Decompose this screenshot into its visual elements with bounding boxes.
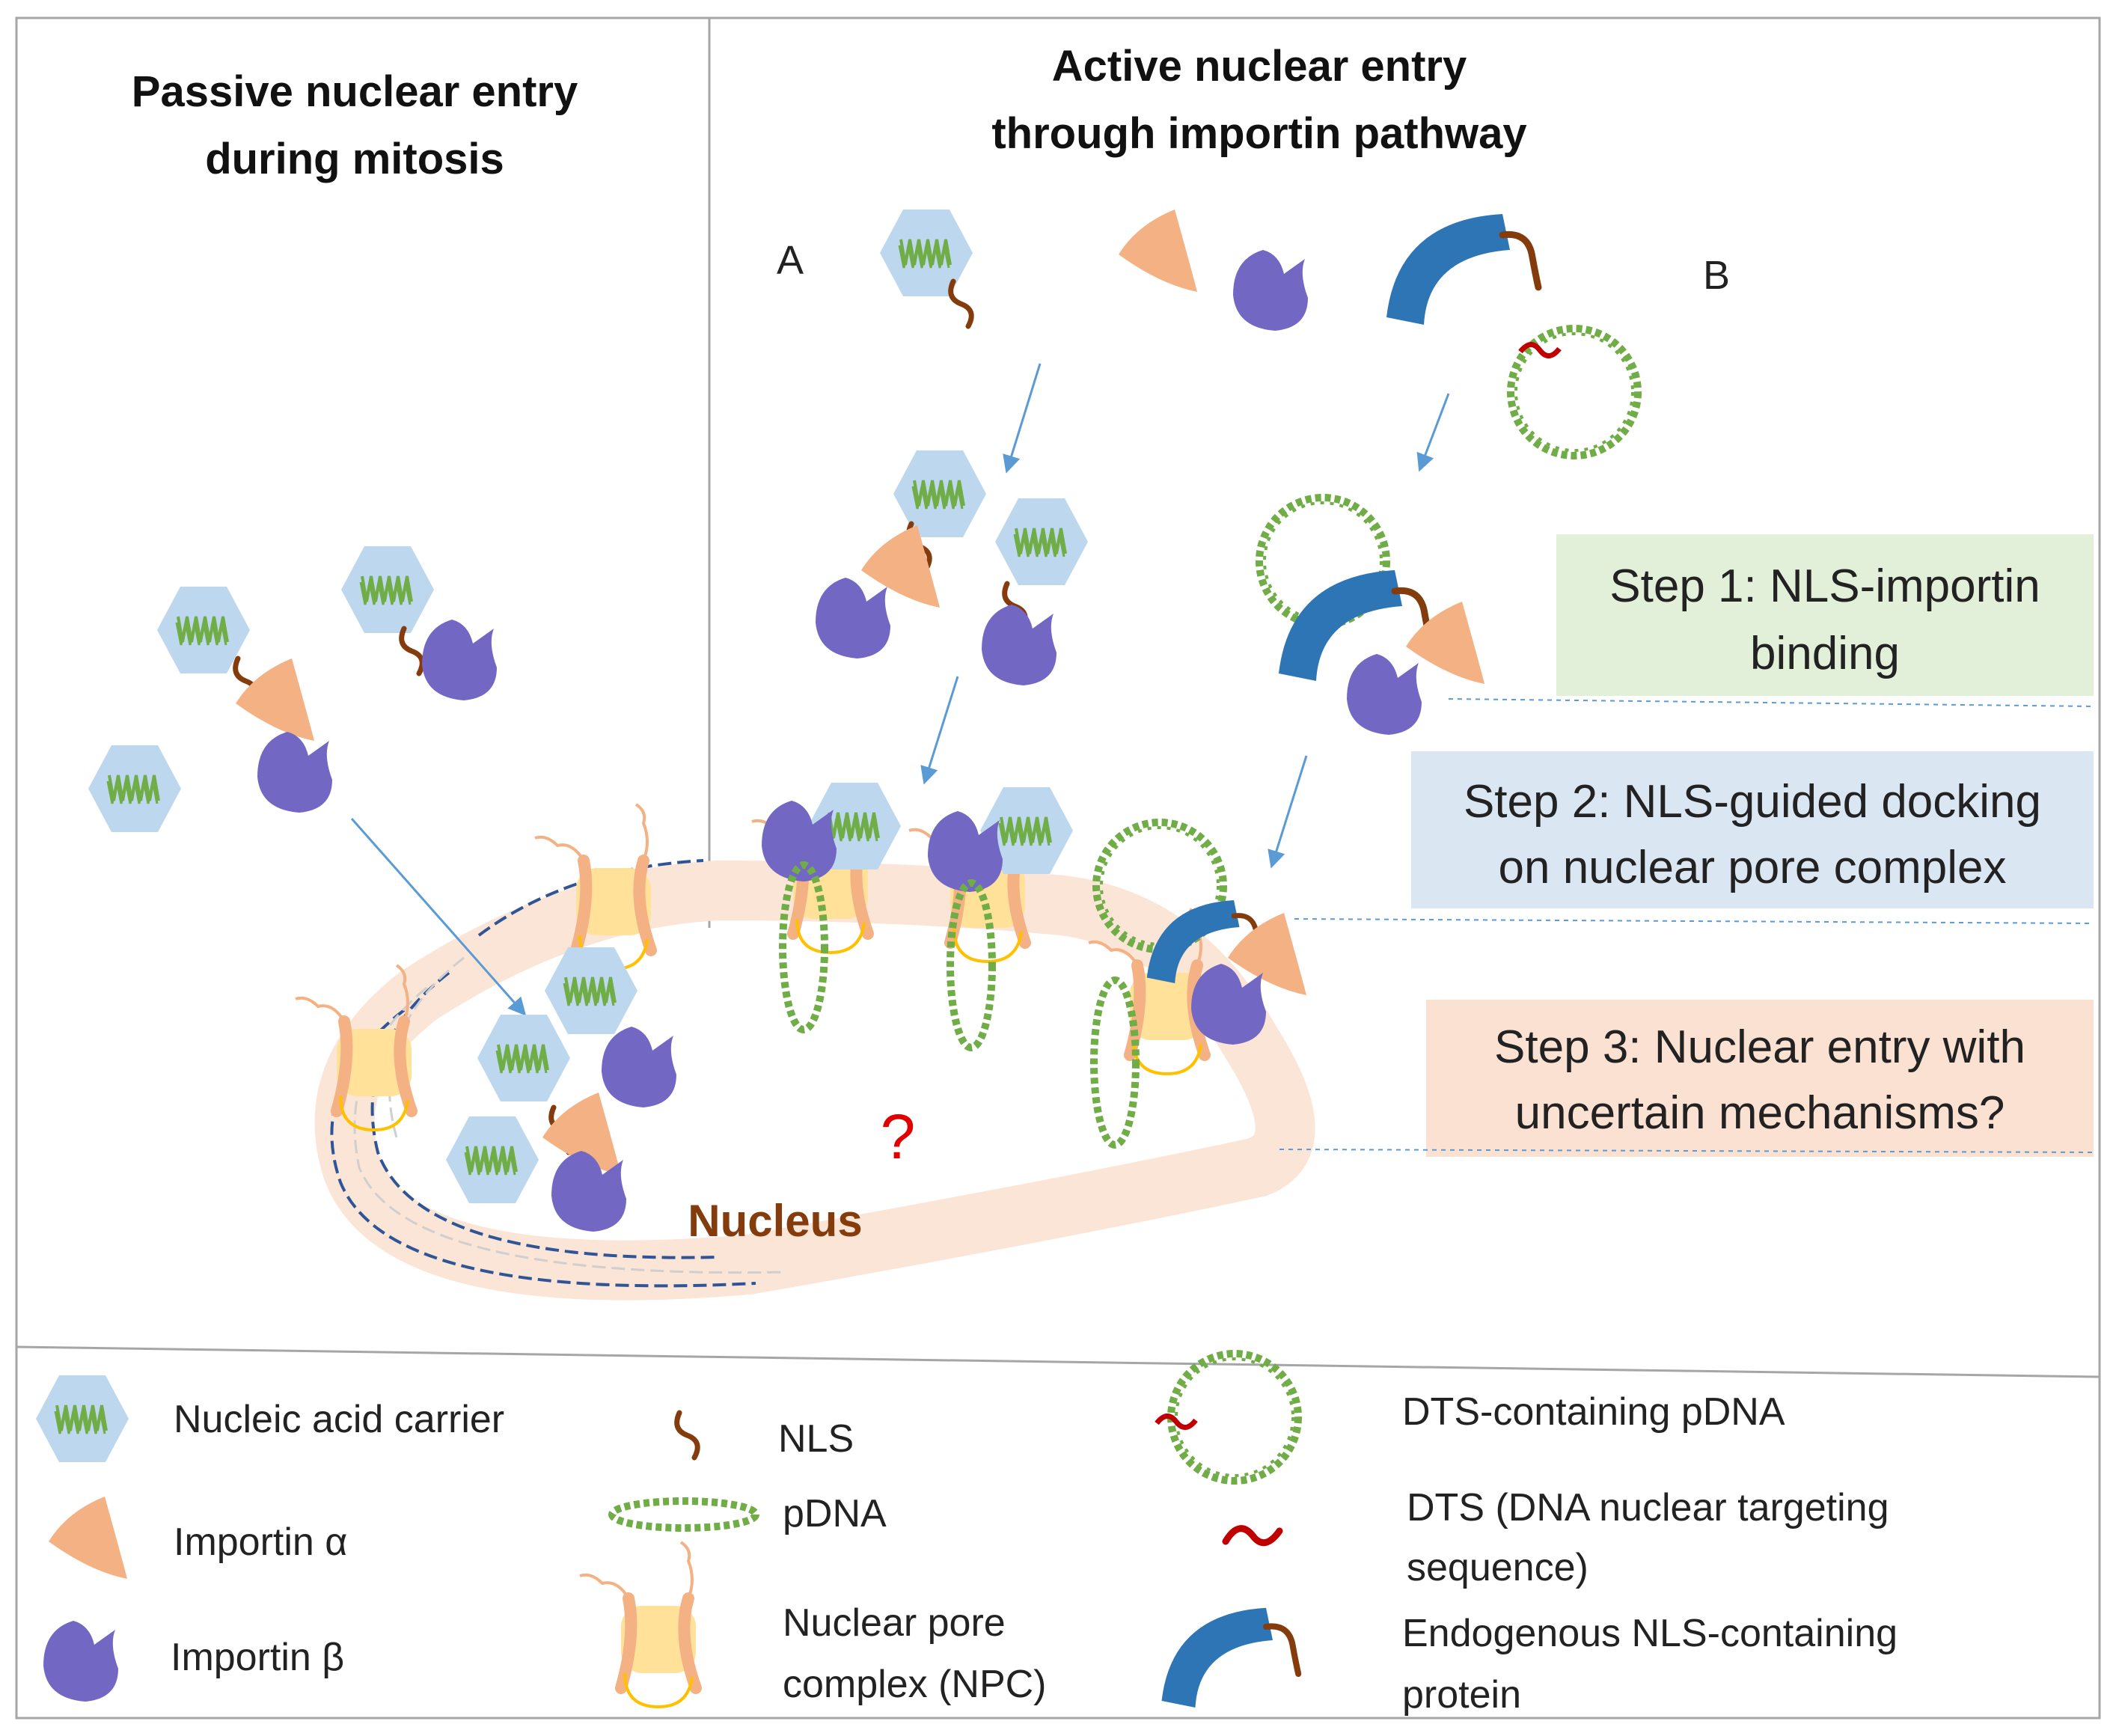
legend-nls-label: NLS xyxy=(778,1417,854,1461)
legend-pdna-label: pDNA xyxy=(783,1492,887,1535)
b-beta-bound xyxy=(1347,654,1422,735)
inside-carrier-2 xyxy=(476,1013,572,1103)
pathway-a-label: A xyxy=(777,238,804,283)
a-alpha-bound-1 xyxy=(861,525,940,608)
a-carrier-bound-2 xyxy=(994,497,1089,587)
a-beta-bound-2 xyxy=(982,605,1057,685)
legend-dts-pdna-icon xyxy=(1171,1354,1298,1481)
legend: Nucleic acid carrier Importin α Importin… xyxy=(34,1354,1898,1717)
passive-beta-2 xyxy=(422,620,497,700)
legend-dts-on-pdna xyxy=(1155,1413,1198,1430)
a-alpha-free xyxy=(1119,210,1197,292)
legend-carrier-label: Nucleic acid carrier xyxy=(174,1398,504,1441)
legend-importin-beta-icon xyxy=(43,1621,118,1702)
step-2-line2: on nuclear pore complex xyxy=(1499,842,2007,893)
b-arrow-1 xyxy=(1416,393,1450,472)
passive-carrier-2 xyxy=(340,545,435,635)
inside-carrier-1 xyxy=(543,946,639,1036)
b-endogenous-protein-bound xyxy=(1279,570,1431,681)
legend-divider xyxy=(16,1345,2100,1378)
inside-beta-1 xyxy=(602,1027,676,1107)
legend-dts-label-line1: DTS (DNA nuclear targeting xyxy=(1407,1486,1889,1529)
inside-carrier-3 xyxy=(444,1115,540,1205)
passive-carrier-3 xyxy=(87,744,183,834)
passive-beta-1 xyxy=(257,732,332,813)
b-beta-docked xyxy=(1191,964,1266,1045)
b-pdna-free xyxy=(1511,328,1638,456)
legend-npc-icon xyxy=(580,1542,696,1707)
step-2-divider xyxy=(1294,918,2093,924)
step-3-line2: uncertain mechanisms? xyxy=(1515,1087,2005,1139)
legend-importin-alpha-icon xyxy=(49,1497,127,1579)
nucleus-label: Nucleus xyxy=(688,1196,862,1246)
passive-arrow xyxy=(350,818,527,1016)
step-2-line1: Step 2: NLS-guided docking xyxy=(1464,776,2041,828)
legend-npc-label-line2: complex (NPC) xyxy=(783,1663,1047,1706)
legend-dts-pdna-label: DTS-containing pDNA xyxy=(1402,1390,1785,1434)
step-3-box xyxy=(1426,1000,2094,1157)
legend-pdna-icon xyxy=(608,1497,759,1532)
step-1-box xyxy=(1556,534,2094,696)
step-3-line1: Step 3: Nuclear entry with xyxy=(1494,1021,2025,1073)
legend-endogenous-protein-icon xyxy=(1162,1608,1299,1708)
legend-dts-label-line2: sequence) xyxy=(1407,1546,1588,1589)
a-beta-bound-1 xyxy=(816,578,890,658)
passive-nls-2 xyxy=(402,629,423,673)
step-2-box xyxy=(1411,751,2094,908)
legend-npc-label-line1: Nuclear pore xyxy=(783,1601,1006,1645)
pathway-b-label: B xyxy=(1703,253,1730,298)
legend-nls-icon xyxy=(677,1413,698,1458)
b-endogenous-protein-free xyxy=(1386,214,1538,325)
step-1-line1: Step 1: NLS-importin xyxy=(1609,560,2040,612)
b-alpha-bound xyxy=(1406,602,1484,684)
legend-importin-beta-label: Importin β xyxy=(171,1636,344,1679)
b-arrow-2 xyxy=(1268,755,1308,869)
step-1-divider xyxy=(1448,698,2093,707)
a-carrier-free xyxy=(878,208,974,298)
legend-dts-icon xyxy=(1222,1525,1283,1546)
a-arrow-1 xyxy=(1003,363,1042,474)
a-arrow-2 xyxy=(920,676,959,785)
active-title-line1: Active nuclear entry xyxy=(1052,42,1467,91)
a-beta-free xyxy=(1233,250,1308,331)
figure-frame xyxy=(15,16,2101,1720)
step-1-line2: binding xyxy=(1750,628,1900,679)
legend-carrier-icon xyxy=(34,1374,130,1464)
b-dts-free xyxy=(1518,342,1562,358)
legend-importin-alpha-label: Importin α xyxy=(174,1520,347,1564)
question-mark: ? xyxy=(881,1101,916,1172)
passive-title-line2: during mitosis xyxy=(205,135,504,183)
active-title-line2: through importin pathway xyxy=(991,109,1526,158)
legend-endogenous-label-line2: protein xyxy=(1402,1673,1521,1717)
passive-title-line1: Passive nuclear entry xyxy=(132,67,578,116)
a-carrier-bound-1 xyxy=(892,449,988,539)
legend-endogenous-label-line1: Endogenous NLS-containing xyxy=(1402,1612,1898,1655)
b-pdna-entering xyxy=(1094,980,1136,1145)
step-3-divider xyxy=(1279,1149,2093,1153)
passive-alpha-1 xyxy=(236,658,314,741)
